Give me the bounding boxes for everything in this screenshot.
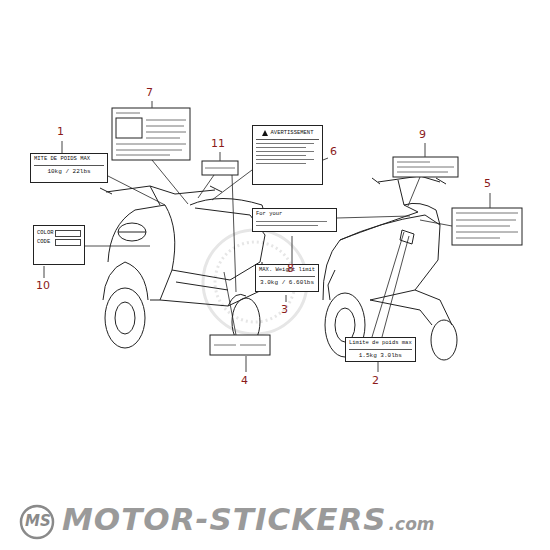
callout-number: 3 bbox=[281, 303, 288, 316]
sticker-label: AVERTISSEMENT bbox=[252, 125, 323, 185]
text-line bbox=[256, 225, 318, 226]
field-name: COLOR bbox=[37, 230, 52, 237]
divider bbox=[256, 139, 319, 140]
brand-domain: .com bbox=[389, 514, 435, 534]
scooter-left bbox=[100, 186, 265, 348]
callout-number: 7 bbox=[146, 86, 153, 99]
callout-number: 11 bbox=[211, 137, 225, 150]
callout-number: 4 bbox=[241, 374, 248, 387]
write-in-field bbox=[55, 239, 81, 246]
text-line bbox=[256, 151, 314, 152]
callout-number: 1 bbox=[57, 125, 64, 138]
label-text-lines bbox=[116, 113, 518, 345]
weight-value: 3.0kg / 6.60lbs bbox=[259, 279, 315, 287]
label-heading: Limite de poids max bbox=[349, 340, 412, 347]
callout-ticks bbox=[44, 101, 490, 372]
callout-number: 10 bbox=[36, 279, 50, 292]
brand-logo-text: MS bbox=[25, 512, 51, 530]
divider bbox=[34, 165, 104, 166]
sticker-label: For your bbox=[252, 208, 337, 232]
brand-logo bbox=[21, 506, 53, 538]
write-in-field bbox=[55, 230, 81, 237]
warning-symbol bbox=[262, 130, 268, 136]
callout-number: 9 bbox=[419, 128, 426, 141]
label-sketches bbox=[112, 108, 522, 355]
field-row: CODE bbox=[37, 239, 81, 246]
callout-number: 2 bbox=[372, 374, 379, 387]
text-line bbox=[256, 221, 327, 222]
sticker-label: Limite de poids max 1.5kg 3.0lbs bbox=[345, 337, 416, 362]
weight-value: 1.5kg 3.0lbs bbox=[349, 352, 412, 360]
callout-number: 5 bbox=[484, 177, 491, 190]
label-heading: For your bbox=[256, 211, 333, 218]
warning-row: AVERTISSEMENT bbox=[256, 130, 319, 137]
callout-number: 6 bbox=[330, 145, 337, 158]
leader-lines bbox=[80, 160, 452, 337]
sticker-label: MITE DE POIDS MAX 10kg / 22lbs bbox=[30, 153, 108, 183]
text-line bbox=[256, 155, 306, 156]
text-line bbox=[256, 163, 306, 164]
scooter-right bbox=[323, 176, 457, 360]
field-row: COLOR bbox=[37, 230, 81, 237]
sticker-label: COLOR CODE bbox=[33, 225, 85, 265]
weight-value: 10kg / 22lbs bbox=[34, 168, 104, 176]
text-line bbox=[256, 143, 314, 144]
divider bbox=[259, 276, 315, 277]
callout-number: 8 bbox=[287, 262, 294, 275]
text-line bbox=[256, 147, 306, 148]
warning-heading: AVERTISSEMENT bbox=[271, 130, 314, 137]
divider bbox=[349, 349, 412, 350]
text-line bbox=[256, 159, 314, 160]
label-heading: MITE DE POIDS MAX bbox=[34, 156, 104, 163]
brand-name: MOTOR-STICKERS bbox=[62, 501, 387, 537]
field-name: CODE bbox=[37, 239, 52, 246]
